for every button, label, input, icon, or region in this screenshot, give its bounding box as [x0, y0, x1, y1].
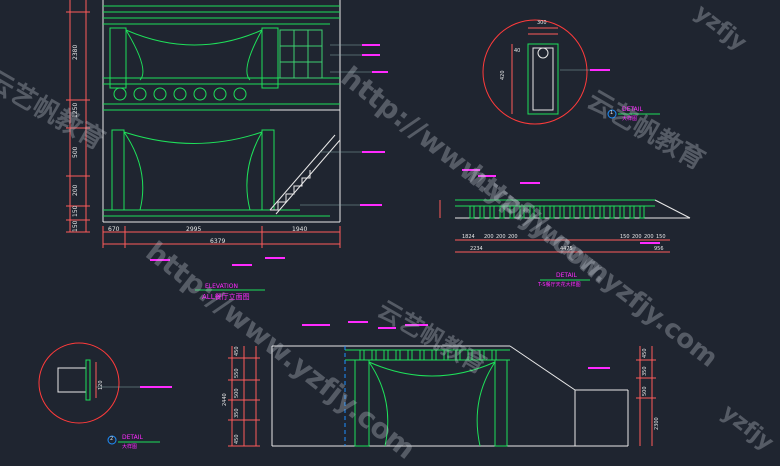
elev-dim-v: 200: [72, 184, 79, 196]
rail-dim: 2234: [470, 246, 483, 252]
bottom-dim-v: 450: [234, 434, 240, 444]
elev-dim-h: 6379: [210, 238, 226, 245]
right-dim-v: 500: [642, 386, 648, 396]
rail-dim: 150: [620, 234, 630, 240]
rail-dim: 4475: [560, 246, 573, 252]
top-detail-dim: 420: [500, 70, 506, 80]
top-detail-drawing: [482, 19, 660, 125]
right-dim-v: 350: [642, 366, 648, 376]
rail-dim: 1824: [462, 234, 475, 240]
elev-dim-h: 1940: [292, 226, 308, 233]
left-detail-tag: DETAIL: [122, 434, 143, 441]
bottom-dim-v: 500: [234, 388, 240, 398]
elev-dim-h: 670: [108, 226, 120, 233]
rail-dim: 956: [654, 246, 664, 252]
elevation-drawing: [66, 0, 388, 291]
left-detail-drawing: [38, 342, 172, 445]
elev-dim-v: 1250: [72, 102, 79, 118]
top-detail-dim: 300: [537, 20, 547, 26]
rail-dim: 200: [484, 234, 494, 240]
elev-dim-v: 500: [72, 146, 79, 158]
left-detail-title: 大样图: [122, 444, 138, 450]
left-detail-dim: 120: [98, 380, 104, 390]
bottom-dim-v: 550: [234, 368, 240, 378]
elevation-title: ALL餐厅立面图: [202, 293, 250, 301]
stair-detail-tag: DETAIL: [556, 272, 577, 279]
rail-dim: 200: [644, 234, 654, 240]
bottom-dim-v: 450: [234, 346, 240, 356]
elev-dim-v: 2380: [72, 44, 79, 60]
bottom-dim-v: 350: [234, 408, 240, 418]
rail-dim: 200: [632, 234, 642, 240]
top-detail-number: 1: [610, 110, 614, 116]
elevation-tag: ELEVATION: [205, 283, 238, 290]
right-dim-v: 450: [642, 348, 648, 358]
rail-dim: 200: [496, 234, 506, 240]
top-detail-tag: DETAIL: [622, 106, 643, 113]
left-detail-number: 2: [110, 436, 114, 442]
rail-dim: 150: [656, 234, 666, 240]
top-detail-title: 大样图: [622, 116, 638, 122]
elev-dim-h: 2995: [186, 226, 202, 233]
rail-dim: 200: [508, 234, 518, 240]
bottom-dim-overall: 2440: [222, 393, 228, 406]
elev-dim-v: 150: [72, 205, 79, 217]
elev-dim-v: 150: [72, 220, 79, 232]
top-detail-dim: 40: [514, 48, 521, 54]
stair-detail-drawing: [439, 169, 691, 281]
right-dim-v: 2300: [654, 417, 660, 430]
stair-detail-title: T-S餐厅天花大样图: [538, 282, 581, 288]
bottom-elevation-drawing: [228, 321, 656, 447]
